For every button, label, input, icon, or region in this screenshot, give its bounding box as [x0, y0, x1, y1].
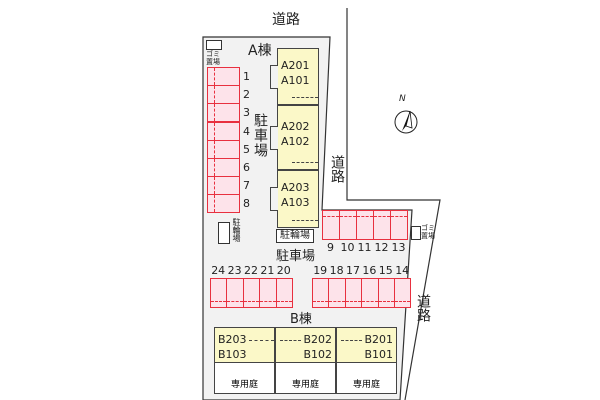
- parking-number: 8: [243, 197, 250, 211]
- unit-a2: A202 A102: [277, 105, 319, 170]
- unit-label-lower: B101: [364, 348, 393, 361]
- unit-label-upper: A203: [281, 181, 310, 194]
- building-a-title: A棟: [248, 43, 272, 59]
- parking-space: [207, 121, 240, 141]
- unit-label-lower: A103: [281, 196, 310, 209]
- parking-number: 5: [243, 142, 250, 156]
- parking-number: 1: [243, 70, 250, 83]
- unit-label-lower: A102: [281, 134, 310, 148]
- parking-number: 13: [391, 241, 406, 254]
- parking-space: [207, 158, 240, 177]
- garbage-label: ゴミ置場: [206, 50, 220, 66]
- parking-space: [207, 103, 240, 123]
- parking-label: 駐車場: [276, 249, 316, 264]
- parking-number: 6: [243, 161, 250, 174]
- parking-space: [361, 278, 379, 308]
- unit-label-upper: B203: [218, 333, 247, 346]
- parking-space: [322, 210, 340, 240]
- parking-space: [356, 210, 374, 240]
- road-bottom-right-label: 道路: [415, 294, 431, 322]
- parking-space: [394, 278, 412, 308]
- building-b-title: B棟: [290, 312, 312, 327]
- parking-space: [328, 278, 346, 308]
- parking-number: 9: [327, 241, 334, 254]
- parking-number: 23: [227, 264, 242, 277]
- building-a-bike-parking: 駐輪場: [276, 229, 314, 243]
- unit-label-upper: A201: [281, 58, 310, 72]
- parking-space: [242, 278, 261, 308]
- unit-b2: B202 B102: [275, 327, 336, 363]
- unit-a1: A201 A101: [277, 48, 319, 105]
- parking-space: [373, 210, 391, 240]
- garden-label: 専用庭: [291, 380, 319, 390]
- parking-number: 18: [329, 264, 344, 277]
- parking-number: 14: [395, 264, 410, 277]
- parking-space: [207, 67, 240, 86]
- bike-parking-label: 駐輪場: [232, 218, 241, 242]
- parking-space: [377, 278, 395, 308]
- unit-label-upper: B201: [364, 333, 393, 346]
- unit-b3: B203 B103: [214, 327, 275, 363]
- parking-space: [390, 210, 408, 240]
- north-label: N: [399, 94, 406, 104]
- parking-label-vertical: 駐車場: [252, 113, 268, 158]
- road-top-label: 道路: [272, 12, 300, 28]
- parking-number: 21: [260, 264, 275, 277]
- parking-space: [312, 278, 330, 308]
- parking-space: [207, 176, 240, 196]
- parking-space: [339, 210, 357, 240]
- parking-number: 22: [243, 264, 258, 277]
- unit-b1: B201 B101: [336, 327, 397, 363]
- parking-space: [207, 139, 240, 159]
- parking-number: 2: [243, 88, 250, 102]
- parking-number: 11: [357, 241, 372, 254]
- garbage-label-right: ゴミ置場: [421, 224, 435, 240]
- private-garden: 専用庭: [214, 362, 275, 394]
- garbage-box: [206, 40, 222, 50]
- unit-label-lower: B102: [303, 348, 332, 361]
- parking-space: [344, 278, 363, 308]
- parking-number: 24: [211, 264, 226, 277]
- garden-label: 専用庭: [352, 380, 380, 390]
- parking-number: 20: [276, 264, 291, 277]
- unit-label-upper: A202: [281, 119, 310, 133]
- parking-number: 3: [243, 106, 250, 120]
- bike-parking-box: [218, 222, 230, 244]
- unit-label-lower: A101: [281, 73, 310, 87]
- parking-space: [207, 194, 240, 214]
- road-right-label: 道路: [329, 155, 345, 183]
- parking-space: [210, 278, 228, 308]
- parking-number: 12: [374, 241, 389, 254]
- parking-space: [275, 278, 293, 308]
- parking-number: 4: [243, 124, 250, 138]
- unit-a3: A203 A103: [277, 170, 319, 228]
- parking-space: [259, 278, 277, 308]
- private-garden: 専用庭: [336, 362, 397, 394]
- garbage-box-right: [411, 226, 421, 240]
- parking-number: 7: [243, 179, 250, 193]
- parking-space: [226, 278, 244, 308]
- parking-space: [207, 85, 240, 105]
- private-garden: 専用庭: [275, 362, 336, 394]
- unit-label-lower: B103: [218, 348, 247, 361]
- parking-number: 15: [378, 264, 393, 277]
- parking-number: 17: [345, 264, 360, 277]
- garden-label: 専用庭: [230, 380, 258, 390]
- parking-number: 19: [313, 264, 328, 277]
- unit-label-upper: B202: [303, 333, 332, 346]
- parking-number: 16: [362, 264, 377, 277]
- north-arrow-icon: [394, 110, 418, 134]
- parking-number: 10: [340, 241, 355, 254]
